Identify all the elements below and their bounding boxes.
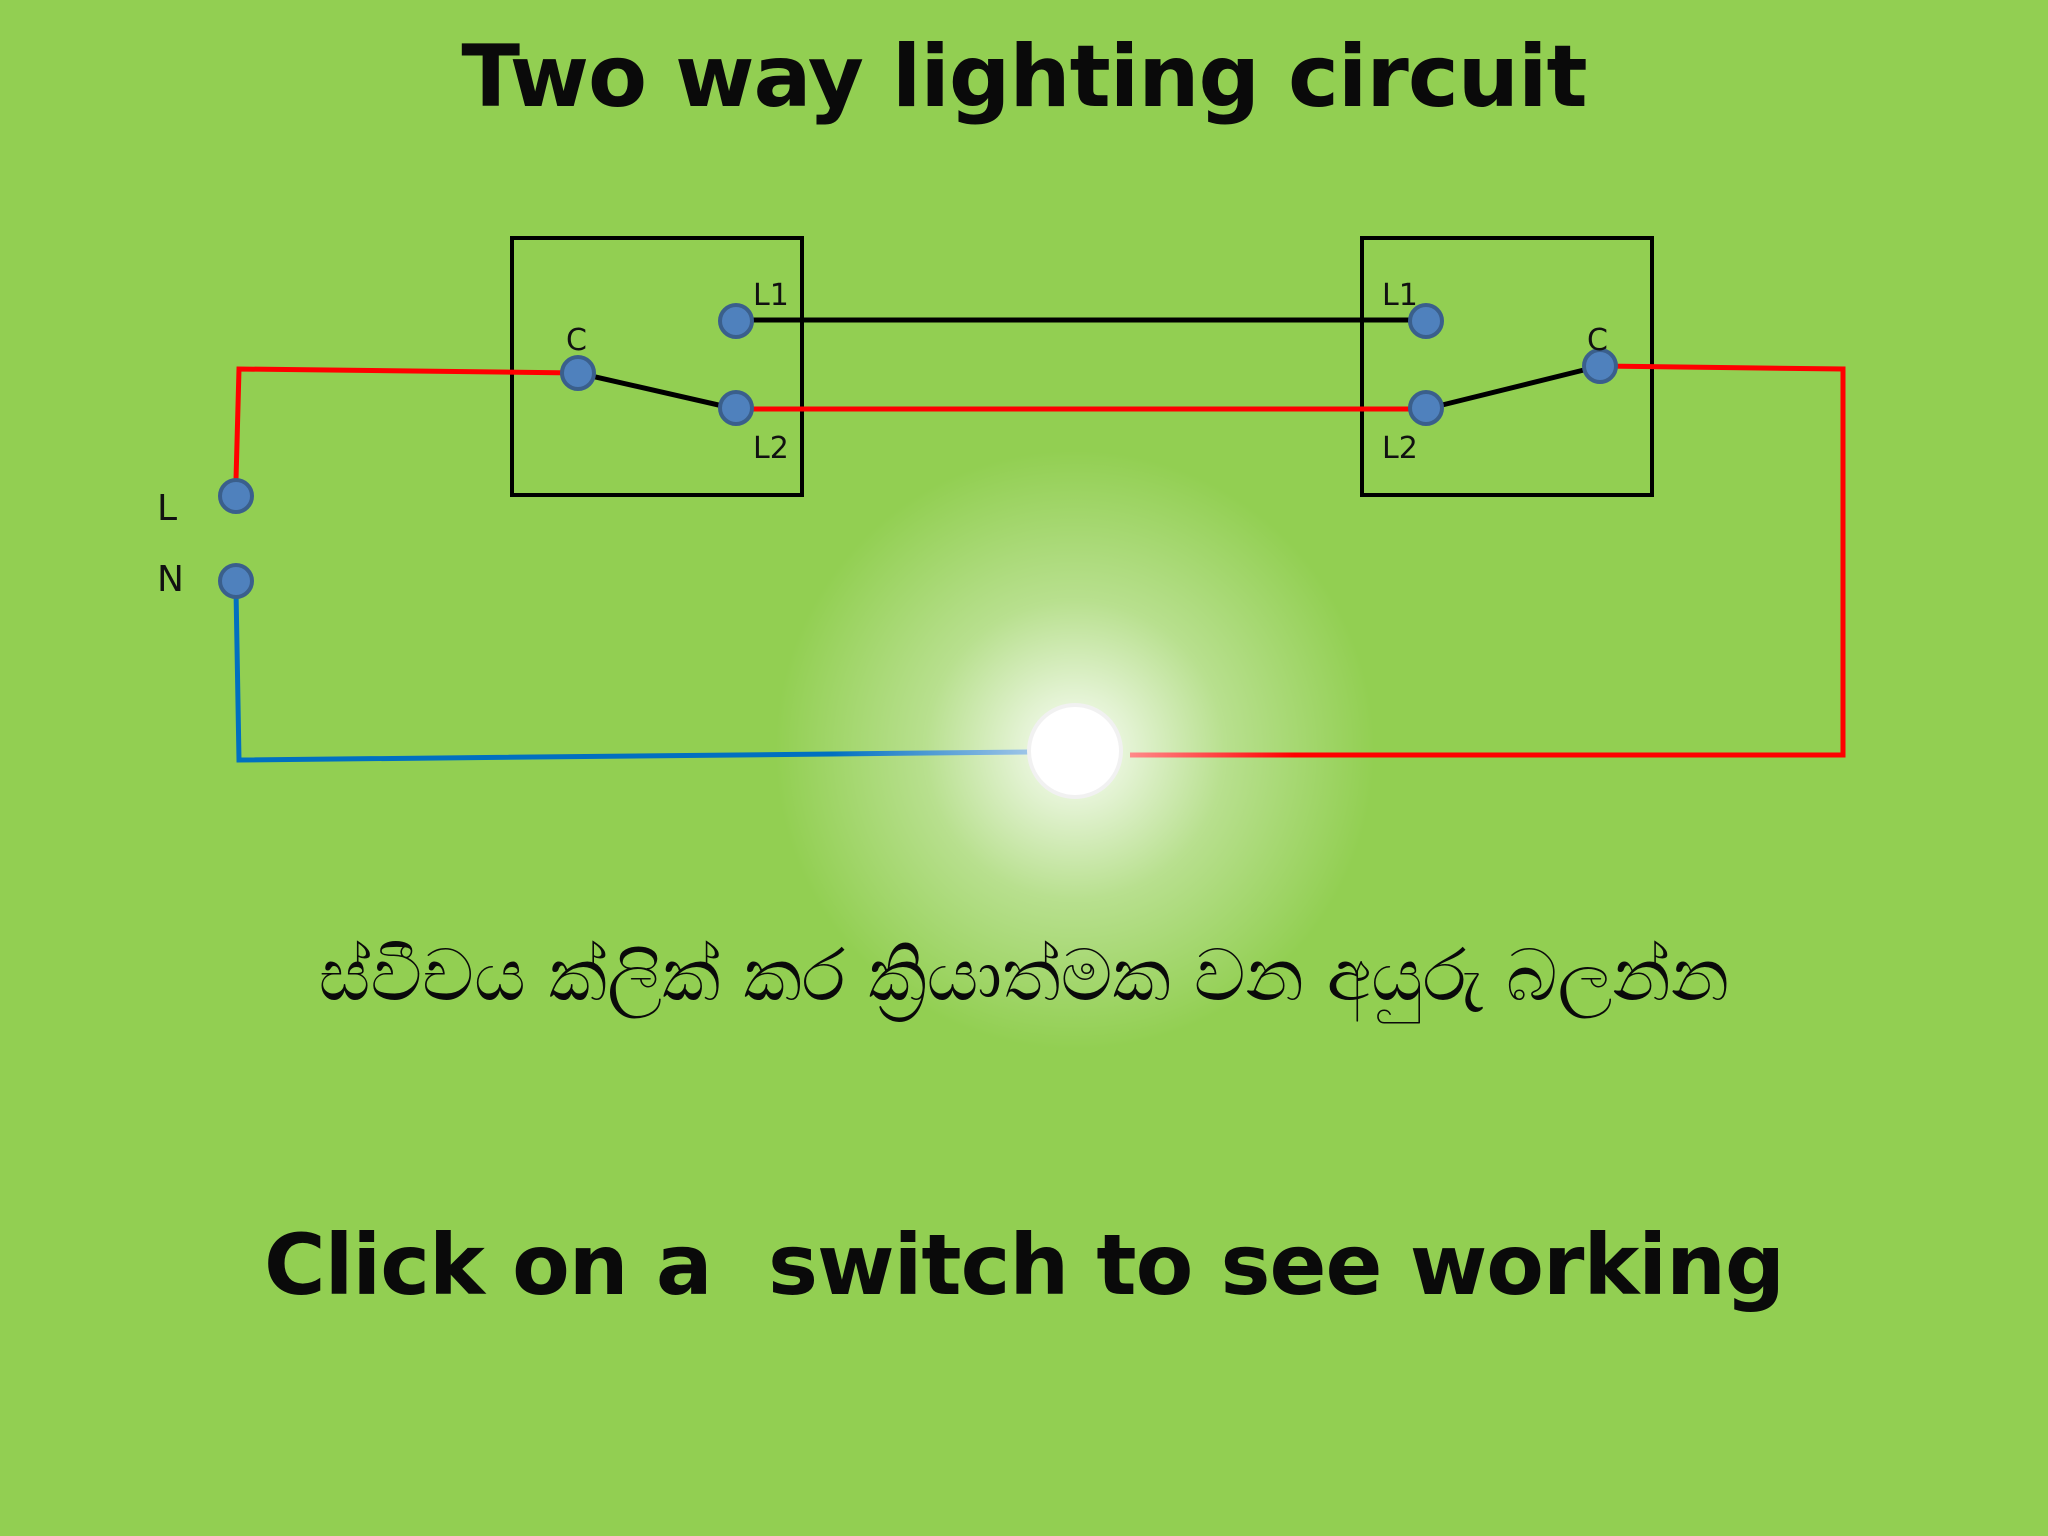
switch-left-l1-terminal xyxy=(718,303,754,339)
switch-right-l2-label: L2 xyxy=(1382,431,1418,466)
switch-right-common-label: C xyxy=(1587,323,1608,358)
live-label: L xyxy=(157,488,177,529)
switch-right-l1-terminal xyxy=(1408,303,1444,339)
switch-right-l2-terminal xyxy=(1408,390,1444,426)
switch-right-l1-label: L1 xyxy=(1382,278,1418,313)
switch-right-lever xyxy=(1425,363,1601,412)
lamp-bulb xyxy=(1027,703,1123,799)
switch-left-box[interactable] xyxy=(510,236,804,497)
switch-left-common-label: C xyxy=(566,323,587,358)
neutral-label: N xyxy=(157,559,184,600)
switch-left-lever xyxy=(577,370,737,412)
live-terminal xyxy=(218,478,254,514)
switch-right-common-terminal xyxy=(1582,348,1618,384)
switch-left-l2-terminal xyxy=(718,390,754,426)
instruction-sinhala: ස්වීචය ක්ලික් කර ක්‍රියාත්මක වන අයුරු බල… xyxy=(318,933,1730,1017)
neutral-terminal xyxy=(218,563,254,599)
terminals xyxy=(218,303,1618,599)
switch-left[interactable] xyxy=(510,236,804,497)
switched-live-wire xyxy=(1130,363,1846,758)
switch-left-l1-label: L1 xyxy=(753,278,789,313)
instruction-english: Click on a switch to see working xyxy=(263,1216,1785,1314)
page-title: Two way lighting circuit xyxy=(461,27,1587,127)
switch-left-l2-label: L2 xyxy=(753,431,789,466)
switch-left-common-terminal xyxy=(560,355,596,391)
neutral-wire xyxy=(233,589,1031,763)
live-wire-supply xyxy=(233,366,579,481)
